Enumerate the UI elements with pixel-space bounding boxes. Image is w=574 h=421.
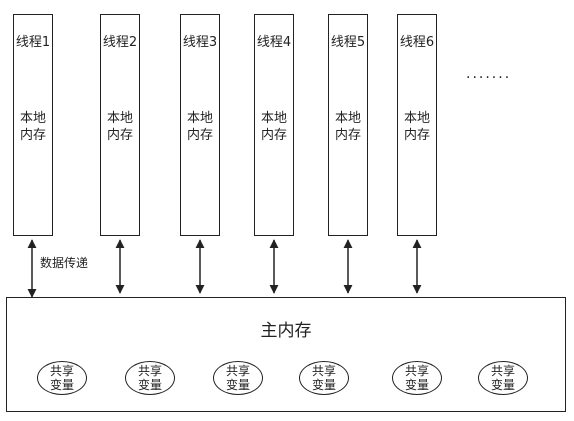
shared-variable-line2: 变量 — [49, 378, 74, 392]
shared-variable-line2: 变量 — [490, 378, 515, 392]
shared-variable: 共享 变量 — [478, 361, 528, 395]
local-memory-line1: 本地 — [403, 111, 430, 126]
local-memory-line1: 本地 — [260, 111, 287, 126]
thread-box-4: 线程4 本地 内存 — [254, 14, 294, 236]
thread-name: 线程1 — [15, 35, 51, 50]
data-transfer-label: 数据传递 — [40, 256, 89, 270]
shared-variable: 共享 变量 — [213, 361, 263, 395]
shared-variable-line1: 共享 — [137, 364, 162, 378]
local-memory-line2: 内存 — [19, 128, 46, 143]
shared-variable-line1: 共享 — [311, 364, 336, 378]
shared-variable-line2: 变量 — [137, 378, 162, 392]
thread-name: 线程6 — [399, 35, 435, 50]
thread-name: 线程5 — [330, 35, 366, 50]
thread-box-3: 线程3 本地 内存 — [180, 14, 220, 236]
shared-variable: 共享 变量 — [299, 361, 349, 395]
main-memory-box: 主内存 共享 变量 共享 变量 共享 变量 共享 变量 共享 变量 共享 变量 — [6, 297, 566, 412]
shared-variable: 共享 变量 — [125, 361, 175, 395]
local-memory-line1: 本地 — [106, 111, 133, 126]
local-memory-line2: 内存 — [334, 128, 361, 143]
main-memory-title: 主内存 — [260, 321, 312, 341]
local-memory-line2: 内存 — [106, 128, 133, 143]
shared-variable-line2: 变量 — [404, 378, 429, 392]
shared-variable-line2: 变量 — [311, 378, 336, 392]
local-memory-line2: 内存 — [186, 128, 213, 143]
thread-name: 线程2 — [102, 35, 138, 50]
shared-variable-line1: 共享 — [49, 364, 74, 378]
local-memory-label: 本地 内存 — [181, 110, 219, 144]
shared-variable-line2: 变量 — [225, 378, 250, 392]
local-memory-line2: 内存 — [260, 128, 287, 143]
thread-box-5: 线程5 本地 内存 — [328, 14, 368, 236]
shared-variable: 共享 变量 — [392, 361, 442, 395]
local-memory-line2: 内存 — [403, 128, 430, 143]
thread-box-2: 线程2 本地 内存 — [100, 14, 140, 236]
local-memory-line1: 本地 — [19, 111, 46, 126]
local-memory-label: 本地 内存 — [14, 110, 52, 144]
shared-variable-line1: 共享 — [404, 364, 429, 378]
local-memory-line1: 本地 — [334, 111, 361, 126]
thread-box-6: 线程6 本地 内存 — [397, 14, 437, 236]
thread-name: 线程4 — [256, 35, 292, 50]
local-memory-label: 本地 内存 — [329, 110, 367, 144]
local-memory-label: 本地 内存 — [101, 110, 139, 144]
shared-variable-line1: 共享 — [490, 364, 515, 378]
local-memory-label: 本地 内存 — [255, 110, 293, 144]
local-memory-line1: 本地 — [186, 111, 213, 126]
shared-variable-line1: 共享 — [225, 364, 250, 378]
thread-box-1: 线程1 本地 内存 — [13, 14, 53, 236]
thread-name: 线程3 — [182, 35, 218, 50]
more-threads-ellipsis: ······· — [466, 70, 512, 86]
local-memory-label: 本地 内存 — [398, 110, 436, 144]
shared-variable: 共享 变量 — [37, 361, 87, 395]
